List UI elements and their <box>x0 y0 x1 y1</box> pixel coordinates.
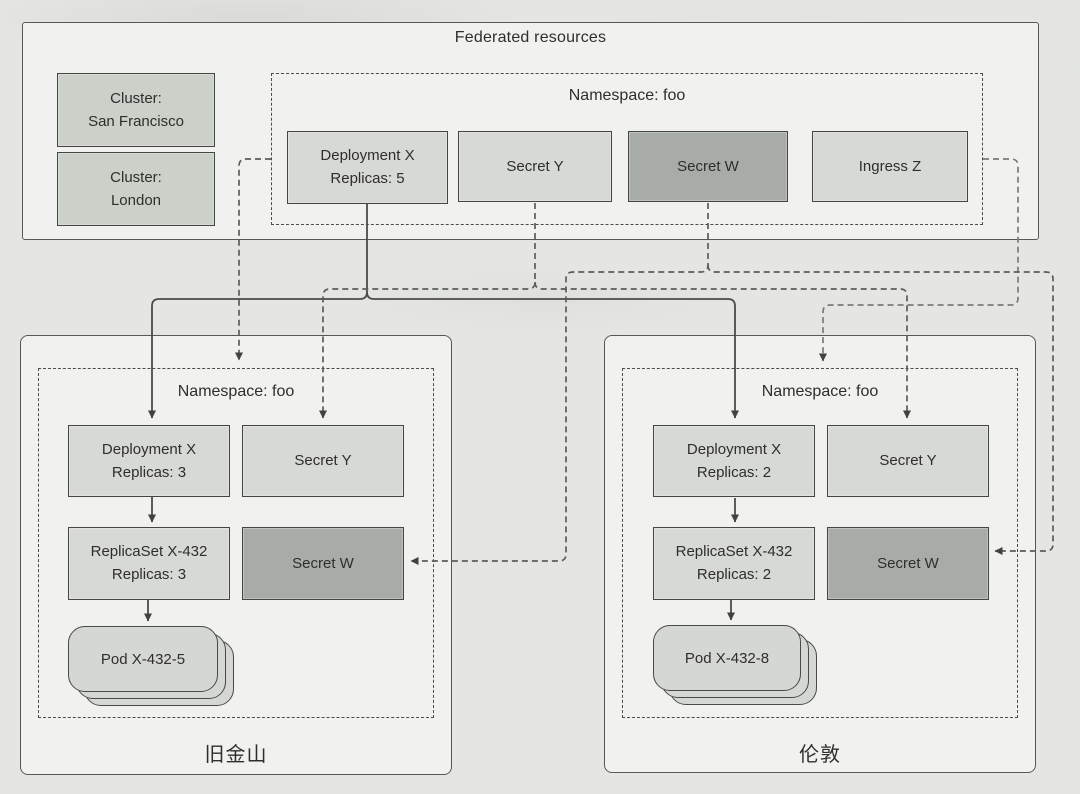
cluster-ref-line1: Cluster: <box>110 89 162 107</box>
sf-cluster-name-label: 旧金山 <box>204 744 268 766</box>
sf-secret-w-box: Secret W <box>242 527 404 600</box>
deployment-name: Deployment X <box>320 147 415 164</box>
sf-deployment-box: Deployment X Replicas: 3 <box>68 425 230 497</box>
federated-namespace-label: Namespace: foo <box>568 87 686 104</box>
ingress-name: Ingress Z <box>858 157 922 175</box>
cluster-ref-line2: San Francisco <box>88 112 184 130</box>
replicaset-replicas: Replicas: 3 <box>111 566 187 583</box>
london-pod-card: Pod X-432-8 <box>653 625 801 691</box>
deployment-replicas: Replicas: 2 <box>696 463 772 481</box>
london-secret-w-box: Secret W <box>827 527 989 600</box>
federated-resources-title: Federated resources <box>454 29 607 46</box>
sf-pod-card: Pod X-432-5 <box>68 626 218 692</box>
cluster-ref-line1: Cluster: <box>110 168 162 186</box>
sf-namespace-label: Namespace: foo <box>177 383 295 400</box>
secret-name: Secret W <box>677 157 739 175</box>
secret-name: Secret Y <box>506 157 564 175</box>
cluster-ref-san-francisco: Cluster: San Francisco <box>57 73 215 147</box>
federated-secret-w-box: Secret W <box>628 131 788 202</box>
london-deployment-box: Deployment X Replicas: 2 <box>653 425 815 497</box>
pod-name: Pod X-432-8 <box>684 649 770 667</box>
replicaset-replicas: Replicas: 2 <box>696 566 772 583</box>
secret-name: Secret Y <box>879 452 937 469</box>
london-namespace-label: Namespace: foo <box>761 383 879 400</box>
cluster-ref-line2: London <box>110 191 162 209</box>
cluster-ref-london: Cluster: London <box>57 152 215 226</box>
secret-name: Secret W <box>292 554 354 572</box>
secret-name: Secret W <box>877 554 939 572</box>
secret-name: Secret Y <box>294 452 352 469</box>
deployment-replicas: Replicas: 3 <box>111 463 187 481</box>
pod-name: Pod X-432-5 <box>100 650 186 668</box>
deployment-name: Deployment X <box>101 440 197 458</box>
federated-ingress-box: Ingress Z <box>812 131 968 202</box>
sf-secret-y-box: Secret Y <box>242 425 404 497</box>
london-cluster-name-label: 伦敦 <box>799 744 841 766</box>
london-replicaset-box: ReplicaSet X-432 Replicas: 2 <box>653 527 815 600</box>
london-secret-y-box: Secret Y <box>827 425 989 497</box>
sf-replicaset-box: ReplicaSet X-432 Replicas: 3 <box>68 527 230 600</box>
federated-secret-y-box: Secret Y <box>458 131 612 202</box>
replicaset-name: ReplicaSet X-432 <box>675 543 793 560</box>
replicaset-name: ReplicaSet X-432 <box>90 543 208 560</box>
deployment-replicas: Replicas: 5 <box>330 170 405 187</box>
deployment-name: Deployment X <box>686 440 782 458</box>
federated-deployment-box: Deployment X Replicas: 5 <box>287 131 448 204</box>
